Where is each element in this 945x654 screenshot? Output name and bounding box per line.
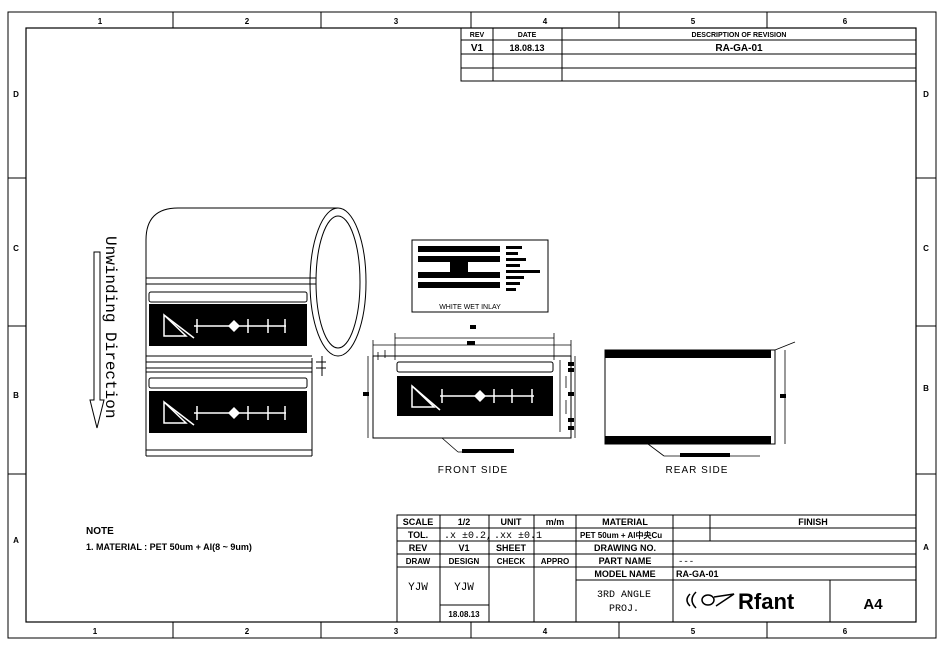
zone-col-2-bottom: 2 [245, 627, 250, 636]
zone-col-3-top: 3 [394, 17, 399, 26]
inlay-label: WHITE WET INLAY [439, 304, 501, 311]
part-name-value: --- [678, 557, 694, 567]
zone-col-1-bottom: 1 [93, 627, 98, 636]
zone-row-d-right: D [923, 90, 929, 99]
scale-value: 1/2 [458, 517, 471, 527]
zone-col-3-bottom: 3 [394, 627, 399, 636]
rev-label: REV [409, 543, 428, 553]
zone-col-6-bottom: 6 [843, 627, 848, 636]
zone-row-a-right: A [923, 543, 929, 552]
paper-size: A4 [863, 596, 883, 613]
unwinding-direction-label: Unwinding Direction [101, 236, 119, 418]
date-value: 18.08.13 [509, 43, 544, 53]
zone-col-4-top: 4 [543, 17, 548, 26]
scale-label: SCALE [403, 517, 434, 527]
unit-value: m/m [546, 517, 565, 527]
outer-border [7, 11, 937, 639]
zone-row-c-left: C [13, 244, 19, 253]
zone-col-5-top: 5 [691, 17, 696, 26]
zone-row-a-left: A [13, 536, 19, 545]
tol-label: TOL. [408, 530, 428, 540]
part-name-label: PART NAME [599, 556, 652, 566]
description-value: RA-GA-01 [715, 43, 763, 54]
model-name-value: RA-GA-01 [676, 569, 719, 579]
title-block: SCALE 1/2 UNIT m/m TOL. REV V1 SHEET MAT… [396, 514, 917, 623]
material-value: PET 50um + Al中央Cu [580, 530, 662, 540]
description-header: DESCRIPTION OF REVISION [692, 32, 787, 39]
appro-label: APPRO [541, 557, 569, 566]
design-value: YJW [454, 582, 474, 594]
projection-line-2: PROJ. [609, 604, 639, 615]
zone-row-b-right: B [923, 384, 929, 393]
rfant-logo: Rfant [686, 589, 795, 614]
design-date: 18.08.13 [448, 610, 480, 619]
zone-col-1-top: 1 [98, 17, 103, 26]
zone-col-4-bottom: 4 [543, 627, 548, 636]
note-title: NOTE [86, 526, 114, 537]
label-roll [145, 207, 367, 457]
zone-col-2-top: 2 [245, 17, 250, 26]
finish-label: FINISH [798, 517, 828, 527]
draw-label: DRAW [406, 557, 431, 566]
design-label: DESIGN [449, 557, 480, 566]
material-label: MATERIAL [602, 517, 648, 527]
zone-col-6-top: 6 [843, 17, 848, 26]
roll-tag-2 [148, 377, 308, 433]
drawing-no-label: DRAWING NO. [594, 543, 656, 553]
arrow-down-icon [89, 251, 105, 429]
zone-col-5-bottom: 5 [691, 627, 696, 636]
model-name-label: MODEL NAME [594, 569, 655, 579]
projection-line-1: 3RD ANGLE [597, 590, 651, 601]
unwinding-arrow [89, 251, 105, 429]
zone-row-c-right: C [923, 244, 929, 253]
rear-side-label: REAR SIDE [666, 465, 729, 476]
white-wet-inlay: WHITE WET INLAY [411, 239, 549, 313]
check-label: CHECK [497, 557, 526, 566]
rev-value: V1 [471, 43, 484, 54]
rear-side-view: REAR SIDE [604, 341, 796, 476]
rev-header: REV [470, 32, 485, 39]
front-side-label: FRONT SIDE [438, 465, 508, 476]
front-side-view: FRONT SIDE [363, 325, 576, 476]
sheet-label: SHEET [496, 543, 527, 553]
zone-ticks [8, 12, 936, 638]
rfant-logo-icon [686, 591, 735, 609]
roll-tag-1 [148, 291, 308, 346]
tol-value-1: .x ±0.2, [444, 531, 492, 542]
tol-value-2: .xx ±0.1 [494, 531, 542, 542]
unit-label: UNIT [501, 517, 522, 527]
revision-table: REV DATE DESCRIPTION OF REVISION V1 18.0… [460, 27, 917, 82]
rev-value-tb: V1 [458, 543, 469, 553]
draw-value: YJW [408, 582, 428, 594]
date-header: DATE [518, 32, 537, 39]
zone-row-d-left: D [13, 90, 19, 99]
note-material: 1. MATERIAL : PET 50um + Al(8 ~ 9um) [86, 542, 252, 552]
zone-row-b-left: B [13, 391, 19, 400]
company-name: Rfant [738, 589, 795, 614]
